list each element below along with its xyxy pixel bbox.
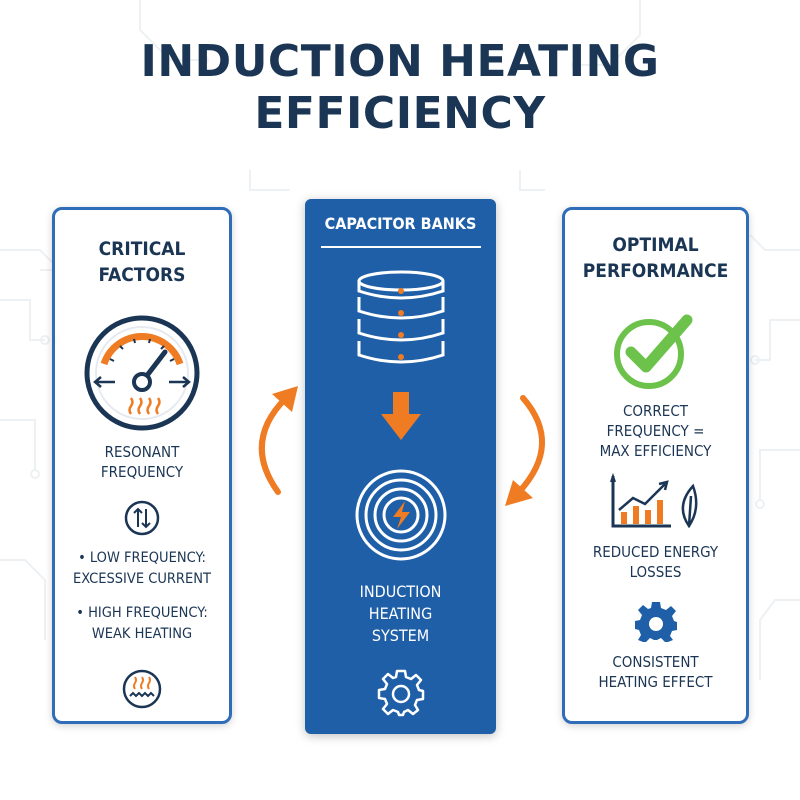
item2-line-2: LOSSES [629, 563, 682, 581]
reduced-energy-losses-label: REDUCED ENERGY LOSSES [565, 542, 746, 582]
gear-icon [635, 602, 677, 642]
item1-line-2: FREQUENCY = [606, 422, 705, 440]
heading-line-1: CRITICAL [98, 238, 186, 260]
down-arrow-icon [381, 392, 421, 440]
bullet-line-2: EXCESSIVE CURRENT [73, 571, 211, 587]
item3-line-1: CONSISTENT [612, 653, 699, 671]
rising-chart-icon [610, 472, 698, 529]
cycle-arrow-left-icon [258, 386, 298, 495]
bullet-line-2: WEAK HEATING [91, 626, 193, 642]
bullet-high-frequency: • HIGH FREQUENCY: WEAK HEATING [55, 603, 229, 645]
item2-line-1: REDUCED ENERGY [592, 543, 719, 561]
consistent-heating-effect-label: CONSISTENT HEATING EFFECT [565, 652, 746, 692]
induction-coil-icon [355, 469, 447, 561]
heading-line-2: PERFORMANCE [582, 260, 729, 282]
page-title: INDUCTION HEATING EFFICIENCY [0, 36, 800, 140]
title-line-2: EFFICIENCY [254, 88, 546, 139]
capacitor-banks-panel: CAPACITOR BANKS INDUCTION HEATING [305, 199, 496, 734]
optimal-performance-panel: OPTIMAL PERFORMANCE CORRECT FREQUENCY = … [562, 207, 749, 724]
cycle-arrow-right-icon [505, 395, 546, 506]
resonant-frequency-label: RESONANT FREQUENCY [55, 442, 229, 482]
label-line-2: FREQUENCY [100, 463, 184, 481]
critical-factors-panel: CRITICAL FACTORS RESONANT FREQUENCY [52, 207, 232, 724]
critical-factors-heading: CRITICAL FACTORS [55, 236, 229, 288]
label-line-1: RESONANT [104, 443, 180, 461]
up-down-arrows-icon [124, 500, 160, 536]
item3-line-2: HEATING EFFECT [598, 673, 713, 691]
heading-line-1: OPTIMAL [612, 234, 699, 256]
optimal-performance-heading: OPTIMAL PERFORMANCE [565, 232, 746, 284]
item1-line-1: CORRECT [623, 402, 688, 420]
induction-heating-system-label: INDUCTION HEATING SYSTEM [305, 581, 496, 647]
bullet-low-frequency: • LOW FREQUENCY: EXCESSIVE CURRENT [55, 548, 229, 590]
label-line-3: SYSTEM [371, 626, 430, 645]
label-line-2: HEATING [368, 604, 433, 623]
bullet-line-1: • LOW FREQUENCY: [78, 550, 206, 566]
gear-icon [377, 669, 425, 717]
gauge-icon [84, 315, 200, 431]
heading-divider [321, 246, 481, 248]
capacitor-stack-icon [357, 270, 445, 364]
label-line-1: INDUCTION [359, 582, 442, 601]
title-line-1: INDUCTION HEATING [140, 36, 660, 87]
checkmark-icon [614, 314, 693, 389]
heat-waves-icon [122, 669, 162, 709]
correct-frequency-label: CORRECT FREQUENCY = MAX EFFICIENCY [565, 401, 746, 461]
capacitor-banks-heading: CAPACITOR BANKS [324, 214, 477, 233]
heading-line-2: FACTORS [98, 264, 186, 286]
item1-line-3: MAX EFFICIENCY [599, 442, 712, 460]
bullet-line-1: • HIGH FREQUENCY: [76, 605, 208, 621]
